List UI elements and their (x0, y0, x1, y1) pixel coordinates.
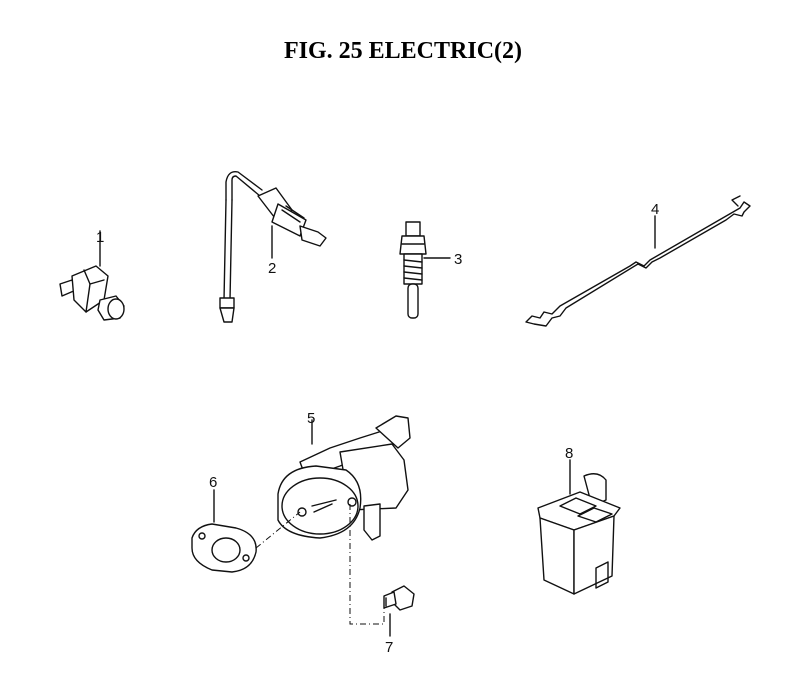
part-number-5: 5 (307, 410, 315, 427)
part-number-8: 8 (565, 445, 573, 462)
part-number-6: 6 (209, 474, 217, 491)
part-number-1: 1 (96, 229, 104, 246)
part-number-3: 3 (454, 251, 462, 268)
part-6-gasket (191, 489, 301, 573)
part-1-switch (59, 230, 125, 321)
part-7-bolt (349, 504, 415, 637)
part-5-solenoid (277, 415, 411, 541)
part-8-relay (537, 459, 621, 595)
figure-title: FIG. 25 ELECTRIC(2) (283, 38, 523, 64)
part-2-sensor (219, 171, 327, 323)
part-number-4: 4 (651, 201, 659, 218)
part-number-7: 7 (385, 639, 393, 656)
part-4-plate (525, 195, 751, 327)
part-number-2: 2 (268, 260, 276, 277)
part-3-glow-plug (399, 221, 451, 319)
